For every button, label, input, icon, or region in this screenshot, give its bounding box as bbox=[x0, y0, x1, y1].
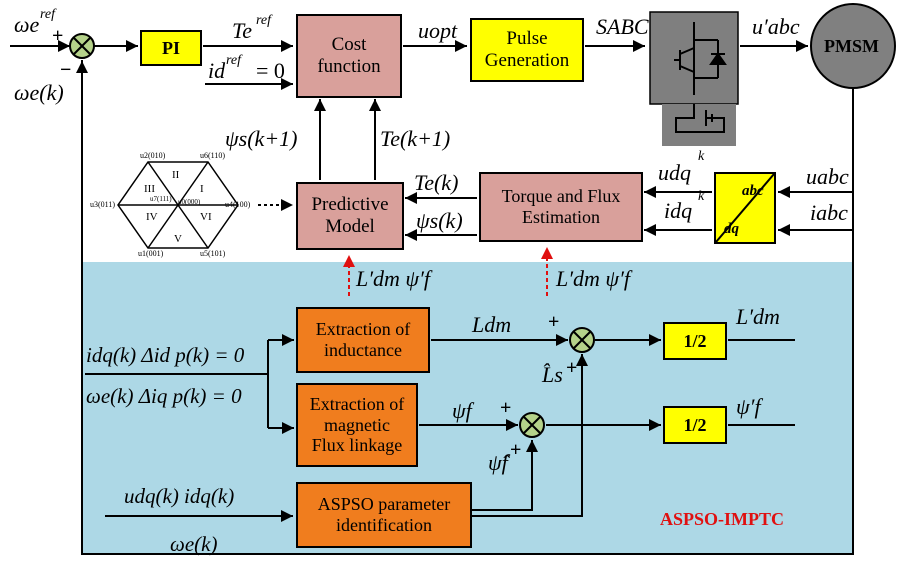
cost-label-1: Cost bbox=[331, 34, 367, 56]
half-gain-block-top: 1/2 bbox=[663, 322, 727, 360]
ext-ind-label-1: Extraction of bbox=[315, 319, 411, 340]
ext-flux-label-1: Extraction of bbox=[309, 393, 405, 414]
vec-u2: u2(010) bbox=[140, 151, 166, 160]
psi-f-hat-label: ψ̂f bbox=[488, 450, 508, 475]
te-next-label: Te(k+1) bbox=[380, 126, 451, 151]
input-row-1: idq(k) Δid p(k) = 0 bbox=[86, 343, 245, 367]
torque-flux-estimation-block: Torque and Flux Estimation bbox=[479, 172, 643, 242]
pi-label: PI bbox=[162, 37, 180, 58]
sector-ii: II bbox=[172, 169, 180, 181]
vec-u0: u0(000) bbox=[178, 198, 201, 206]
u-dq-k-label: udq bbox=[658, 160, 691, 185]
extraction-flux-block: Extraction of magnetic Flux linkage bbox=[296, 383, 418, 467]
k-sup-1: k bbox=[698, 149, 705, 164]
input-row-2: ωe(k) Δiq p(k) = 0 bbox=[86, 384, 242, 408]
id-ref-eq: = 0 bbox=[256, 58, 285, 83]
l-dm-label: Ldm bbox=[472, 312, 512, 337]
speed-sum-node bbox=[69, 33, 95, 59]
i-dq-k-label: idq bbox=[664, 198, 693, 223]
sector-iv: IV bbox=[146, 211, 158, 223]
ldm-psif-prime-label-1: L′dm ψ′f bbox=[356, 266, 431, 291]
plus-sign-ind-2: + bbox=[566, 357, 578, 379]
vec-u3: u3(011) bbox=[90, 200, 116, 209]
extraction-inductance-block: Extraction of inductance bbox=[296, 307, 430, 373]
pulse-label-1: Pulse bbox=[506, 28, 548, 50]
pulse-generation-block: Pulse Generation bbox=[470, 18, 584, 82]
ext-ind-label-2: inductance bbox=[324, 340, 402, 360]
flux-sum-node bbox=[519, 412, 545, 438]
torque-label-2: Estimation bbox=[522, 207, 600, 227]
method-label: ASPSO-IMPTC bbox=[660, 509, 785, 529]
vec-u5: u5(101) bbox=[200, 249, 226, 258]
psi-f-prime-label: ψ′f bbox=[736, 394, 761, 419]
omega-ref-sup: ref bbox=[40, 7, 56, 22]
plus-sign-flux: + bbox=[500, 397, 512, 419]
te-ref-label: Te bbox=[232, 18, 252, 43]
pi-block: PI bbox=[140, 30, 202, 66]
sector-vi: VI bbox=[200, 211, 212, 223]
psi-s-next-label: ψs(k+1) bbox=[225, 126, 298, 151]
ldm-psif-prime-label-2: L′dm ψ′f bbox=[556, 266, 631, 291]
inductance-sum-node bbox=[569, 327, 595, 353]
psi-f-label: ψf bbox=[452, 398, 472, 423]
s-abc-label: SABC bbox=[596, 14, 649, 39]
half-gain-block-bottom: 1/2 bbox=[663, 406, 727, 444]
half-bottom-label: 1/2 bbox=[683, 414, 707, 435]
cost-function-block: Cost function bbox=[296, 14, 402, 98]
pulse-label-2: Generation bbox=[484, 50, 570, 71]
predictive-label-2: Model bbox=[325, 216, 375, 237]
omega-e-k-label: ωe(k) bbox=[170, 532, 218, 556]
pmsm-motor bbox=[810, 3, 896, 89]
plus-sign-speed: + bbox=[52, 25, 64, 47]
u-opt-label: uopt bbox=[418, 18, 458, 43]
dq-label: dq bbox=[724, 221, 739, 237]
te-k-label: Te(k) bbox=[414, 170, 459, 195]
ext-flux-label-3: Flux linkage bbox=[311, 435, 403, 456]
vec-u7: u7(111) bbox=[150, 195, 172, 203]
predictive-label-1: Predictive bbox=[311, 194, 389, 216]
predictive-model-block: Predictive Model bbox=[296, 182, 404, 250]
half-top-label: 1/2 bbox=[683, 330, 707, 351]
u-abc-label: uabc bbox=[806, 164, 849, 189]
omega-feedback-label: ωe(k) bbox=[14, 80, 64, 105]
omega-ref-label: ωe bbox=[14, 12, 40, 37]
cost-label-2: function bbox=[317, 56, 381, 77]
psi-s-k-label: ψs(k) bbox=[416, 208, 463, 233]
ext-flux-label-2: magnetic bbox=[324, 414, 390, 435]
abc-dq-transform-block: abc dq bbox=[714, 172, 776, 244]
sector-v: V bbox=[174, 233, 182, 245]
torque-label-1: Torque and Flux bbox=[501, 186, 621, 207]
udq-idq-label: udq(k) idq(k) bbox=[124, 484, 235, 508]
i-abc-label: iabc bbox=[810, 200, 848, 225]
aspso-label-2: identification bbox=[336, 515, 432, 535]
l-dm-prime-label: L′dm bbox=[736, 304, 780, 329]
voltage-vector-hexagon bbox=[117, 161, 239, 249]
l-s-hat-label: L̂s bbox=[542, 362, 563, 387]
vec-u4: u4(100) bbox=[225, 200, 251, 209]
plus-sign-flux-2: + bbox=[510, 439, 522, 461]
id-ref-label: id bbox=[208, 58, 226, 83]
minus-sign-speed: − bbox=[60, 59, 72, 81]
abc-label: abc bbox=[742, 183, 764, 199]
k-sup-2: k bbox=[698, 189, 705, 204]
aspso-identification-block: ASPSO parameter identification bbox=[296, 482, 472, 548]
u-abc-prime-label: u′abc bbox=[752, 14, 800, 39]
vec-u1: u1(001) bbox=[138, 249, 164, 258]
vec-u6: u6(110) bbox=[200, 151, 226, 160]
id-ref-sup: ref bbox=[226, 53, 242, 68]
plus-sign-ind: + bbox=[548, 311, 560, 333]
pmsm-label: PMSM bbox=[824, 36, 879, 56]
aspso-label-1: ASPSO parameter bbox=[317, 494, 451, 515]
te-ref-sup: ref bbox=[256, 13, 272, 28]
inverter-icon bbox=[649, 11, 739, 146]
sector-i: I bbox=[200, 183, 204, 195]
sector-iii: III bbox=[144, 183, 155, 195]
